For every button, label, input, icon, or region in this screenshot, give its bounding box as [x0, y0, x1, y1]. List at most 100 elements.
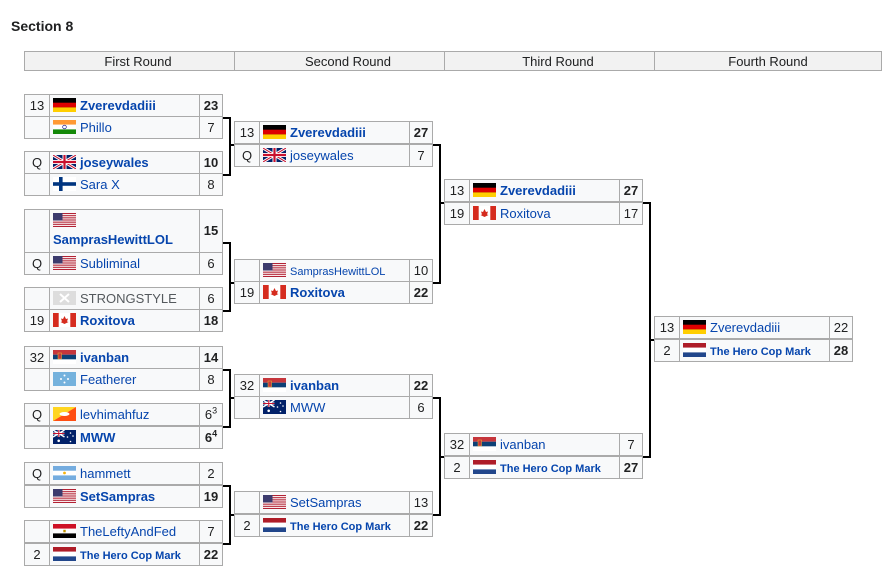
player-name-link[interactable]: Roxitova	[80, 313, 135, 328]
seed-cell	[24, 426, 50, 449]
egypt-flag-icon	[53, 524, 76, 538]
player-name-link[interactable]: Zverevdadiii	[80, 98, 156, 113]
player-row: 19 Roxitova 17	[444, 202, 643, 225]
player-name-cell: Sara X	[49, 173, 200, 196]
player-name-link[interactable]: Zverevdadiii	[710, 320, 781, 335]
player-name-link[interactable]: The Hero Cop Mark	[500, 463, 601, 475]
player-name-link[interactable]: joseywales	[80, 155, 149, 170]
player-name-link[interactable]: SetSampras	[80, 489, 156, 504]
seed-cell	[24, 368, 50, 391]
seed-cell: 13	[24, 94, 50, 117]
seed-cell: 32	[444, 433, 470, 456]
player-name-link[interactable]: Zverevdadiii	[500, 183, 576, 198]
player-name-cell: MWW	[49, 426, 200, 449]
score-cell: 28	[829, 339, 853, 362]
player-name-link[interactable]: joseywales	[290, 148, 354, 163]
bhutan-flag-icon	[53, 407, 76, 421]
netherlands-flag-icon	[53, 547, 76, 561]
score-cell: 27	[619, 179, 643, 202]
player-row: MWW 64	[24, 426, 223, 449]
player-name-link[interactable]: Subliminal	[80, 256, 140, 271]
player-name-link[interactable]: MWW	[80, 430, 116, 445]
player-row: Featherer 8	[24, 368, 223, 391]
player-name-link[interactable]: The Hero Cop Mark	[290, 521, 391, 533]
connector-line	[223, 174, 230, 176]
seed-cell	[24, 116, 50, 139]
score-value: 27	[413, 125, 429, 140]
score-value: 19	[203, 489, 219, 504]
seed-cell: 19	[444, 202, 470, 225]
player-name-cell: Roxitova	[49, 309, 200, 332]
player-name-link[interactable]: TheLeftyAndFed	[80, 524, 177, 539]
usa-flag-icon	[263, 263, 286, 277]
player-name-link[interactable]: SetSampras	[290, 495, 362, 510]
connector-line	[223, 543, 230, 545]
score-value: 18	[203, 313, 219, 328]
player-name-link[interactable]: Roxitova	[290, 285, 345, 300]
connector-line	[223, 426, 230, 428]
player-name-link[interactable]: Zverevdadiii	[290, 125, 366, 140]
player-name-link[interactable]: ivanban	[290, 378, 340, 393]
player-name-link[interactable]: Sara X	[80, 177, 120, 192]
player-row: 13 Zverevdadiii 27	[234, 121, 433, 144]
player-name-cell: Subliminal	[49, 252, 200, 275]
usa-flag-icon	[263, 495, 286, 509]
score-value: 13	[413, 495, 429, 510]
player-name-link[interactable]: The Hero Cop Mark	[710, 346, 811, 358]
score-value: 6	[417, 400, 425, 415]
player-name-link[interactable]: The Hero Cop Mark	[80, 550, 181, 562]
score-value: 7	[207, 524, 215, 539]
player-name-link[interactable]: Phillo	[80, 120, 112, 135]
player-name-cell: SetSampras	[259, 491, 410, 514]
serbia-flag-icon	[473, 437, 496, 451]
connector-line	[439, 202, 444, 204]
player-row: SetSampras 19	[24, 485, 223, 508]
score-value: 8	[207, 177, 215, 192]
connector-line	[229, 242, 231, 312]
player-name-link[interactable]: SamprasHewittLOL	[53, 232, 173, 247]
connector-line	[433, 282, 440, 284]
connector-line	[223, 310, 230, 312]
seed-cell: 32	[24, 346, 50, 369]
player-name-link[interactable]: ivanban	[500, 437, 546, 452]
player-name-link[interactable]: STRONGSTYLE	[80, 291, 177, 306]
player-name-cell: SetSampras	[49, 485, 200, 508]
player-name-link[interactable]: Roxitova	[500, 206, 551, 221]
seed-cell: 2	[24, 543, 50, 566]
score-cell: 6	[199, 252, 223, 275]
australia-flag-icon	[53, 430, 76, 444]
connector-line	[229, 397, 234, 399]
seed-cell: Q	[24, 403, 50, 426]
score-cell: 64	[199, 426, 223, 449]
score-value: 6	[207, 291, 215, 306]
seed-cell	[24, 485, 50, 508]
player-row: SamprasHewittLOL 15	[24, 209, 223, 253]
score-cell: 15	[199, 209, 223, 253]
seed-cell: 19	[234, 281, 260, 304]
score-value: 8	[207, 372, 215, 387]
score-cell: 27	[409, 121, 433, 144]
player-name-link[interactable]: SamprasHewittLOL	[290, 266, 386, 278]
score-cell: 63	[199, 403, 223, 426]
player-name-link[interactable]: Featherer	[80, 372, 137, 387]
player-name-link[interactable]: levhimahfuz	[80, 407, 150, 422]
score-value: 2	[207, 466, 215, 481]
player-name-link[interactable]: MWW	[290, 400, 326, 415]
netherlands-flag-icon	[473, 460, 496, 474]
seed-cell: 13	[234, 121, 260, 144]
serbia-flag-icon	[263, 378, 286, 392]
score-cell: 17	[619, 202, 643, 225]
player-name-link[interactable]: hammett	[80, 466, 131, 481]
player-name-cell: Roxitova	[469, 202, 620, 225]
score-value: 15	[203, 223, 219, 238]
score-cell: 19	[199, 485, 223, 508]
connector-line	[439, 456, 444, 458]
player-name-link[interactable]: ivanban	[80, 350, 130, 365]
